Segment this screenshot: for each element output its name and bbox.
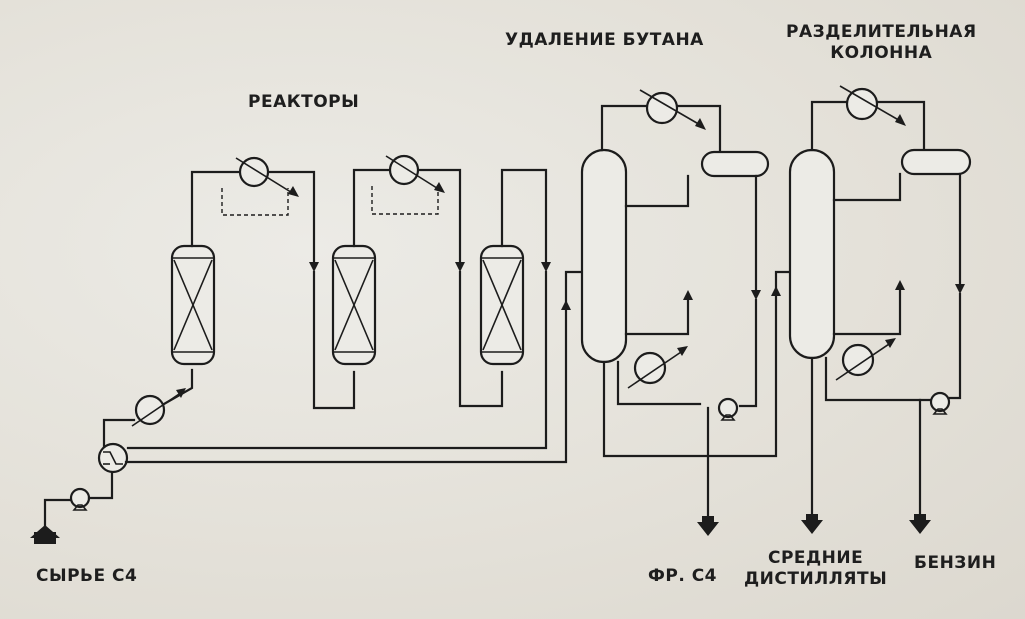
splitter-column-icon <box>788 148 836 360</box>
splitter-reboiler-icon <box>835 338 896 381</box>
reactor3-overhead-line <box>500 168 548 270</box>
feed-inlet <box>30 525 60 544</box>
gasoline-outlet-arrow-icon <box>909 514 931 534</box>
reactor1-to-reactor2-line <box>312 270 356 410</box>
debutanizer-bottoms-line <box>602 270 792 458</box>
c4-outlet-arrow-icon <box>697 516 719 536</box>
feed-line <box>43 498 72 532</box>
c4-pump-icon <box>717 397 739 421</box>
exchanger-to-heater-line <box>102 418 136 448</box>
effluent-to-debutanizer-line <box>124 270 584 464</box>
middle-distillates-line1: СРЕДНИЕ <box>767 548 864 568</box>
middle-distillates-line2: ДИСТИЛЛЯТЫ <box>744 569 888 589</box>
reactor3-effluent-return-line <box>126 270 548 450</box>
splitter-reflux-return-line <box>948 292 962 400</box>
middle-distillates-label: СРЕДНИЕ ДИСТИЛЛЯТЫ <box>744 548 887 590</box>
feed-pump-icon <box>69 487 91 511</box>
c4-fraction-label: ФР. С4 <box>648 566 717 586</box>
debutanizer-column-icon <box>580 148 628 364</box>
splitter-label-line2: КОЛОННА <box>830 43 933 63</box>
splitter-reflux-to-column-line <box>832 172 902 202</box>
pump-to-exchanger-line <box>87 470 114 500</box>
splitter-column-label: РАЗДЕЛИТЕЛЬНАЯ КОЛОННА <box>786 22 977 64</box>
reactor2-to-reactor3-line <box>458 270 504 408</box>
debutanizer-reflux-drum-icon <box>700 150 770 178</box>
feed-effluent-exchanger-icon <box>97 442 129 474</box>
gasoline-label: БЕНЗИН <box>914 553 997 573</box>
reactor-1-icon <box>170 244 216 366</box>
splitter-label-line1: РАЗДЕЛИТЕЛЬНАЯ <box>786 22 977 42</box>
feed-heater-icon <box>131 388 186 427</box>
debutanizer-reflux-return-line <box>738 298 758 408</box>
debutanizer-reboiler-icon <box>627 346 688 389</box>
middle-distillates-outlet-arrow-icon <box>801 514 823 534</box>
gasoline-pump-icon <box>929 391 951 415</box>
splitter-reboiler-loop <box>832 284 902 336</box>
splitter-reflux-drum-icon <box>900 148 972 176</box>
heater-to-reactor1-line <box>162 368 194 406</box>
debutanizer-reboiler-loop <box>624 294 690 336</box>
splitter-condenser-icon <box>839 85 906 126</box>
debutanizer-reboiler-return <box>616 360 702 406</box>
butane-removal-label: УДАЛЕНИЕ БУТАНА <box>505 30 704 50</box>
reactor-2-icon <box>331 244 377 366</box>
debutanizer-condenser-icon <box>639 89 706 130</box>
reactor-3-icon <box>479 244 525 366</box>
reactor1-cooler-icon <box>221 156 299 216</box>
debutanizer-reflux-to-column-line <box>624 174 690 208</box>
reactors-label: РЕАКТОРЫ <box>248 92 360 112</box>
reactor2-cooler-icon <box>371 154 445 215</box>
feed-label: СЫРЬЕ С4 <box>36 566 138 586</box>
splitter-reboiler-return <box>824 356 932 402</box>
